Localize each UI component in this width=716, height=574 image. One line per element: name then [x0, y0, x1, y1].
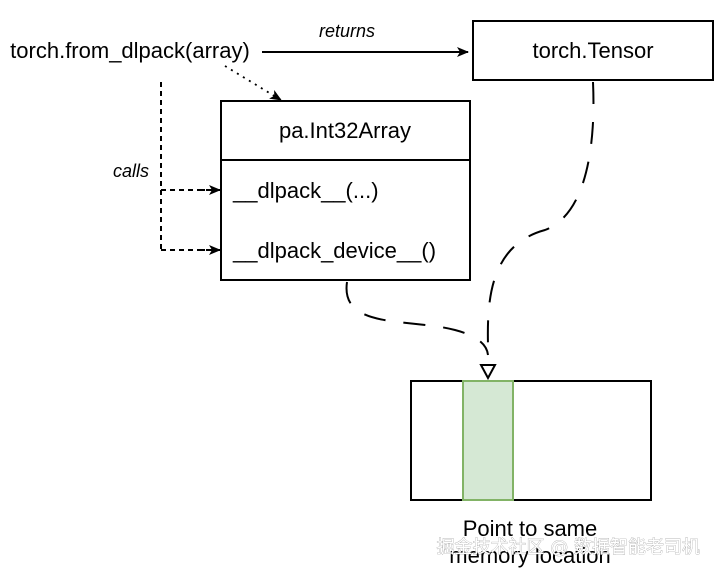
array-class-box — [220, 100, 471, 281]
calls-label: calls — [113, 161, 149, 181]
method-dlpack-device: __dlpack_device__() — [232, 238, 436, 263]
dotted-arrow-to-array — [224, 65, 282, 101]
array-class-title: pa.Int32Array — [279, 118, 411, 143]
watermark-text: 掘金技术社区 @ 数据智能老司机 — [437, 537, 700, 558]
returns-label: returns — [319, 21, 375, 41]
memory-shared-segment — [462, 380, 514, 501]
method-dlpack: __dlpack__(...) — [232, 178, 379, 203]
tensor-label: torch.Tensor — [532, 38, 653, 63]
memory-caption-line2: memory location — [449, 543, 610, 568]
calls-connector — [160, 82, 219, 251]
array-to-memory-curve — [345, 281, 489, 356]
memory-caption-line1: Point to same — [463, 516, 598, 541]
memory-box — [410, 380, 652, 501]
tensor-to-memory-curve — [486, 81, 595, 346]
memory-pointer-arrowhead — [479, 364, 497, 381]
call-expression-label: torch.from_dlpack(array) — [10, 38, 250, 63]
tensor-box — [472, 20, 714, 81]
